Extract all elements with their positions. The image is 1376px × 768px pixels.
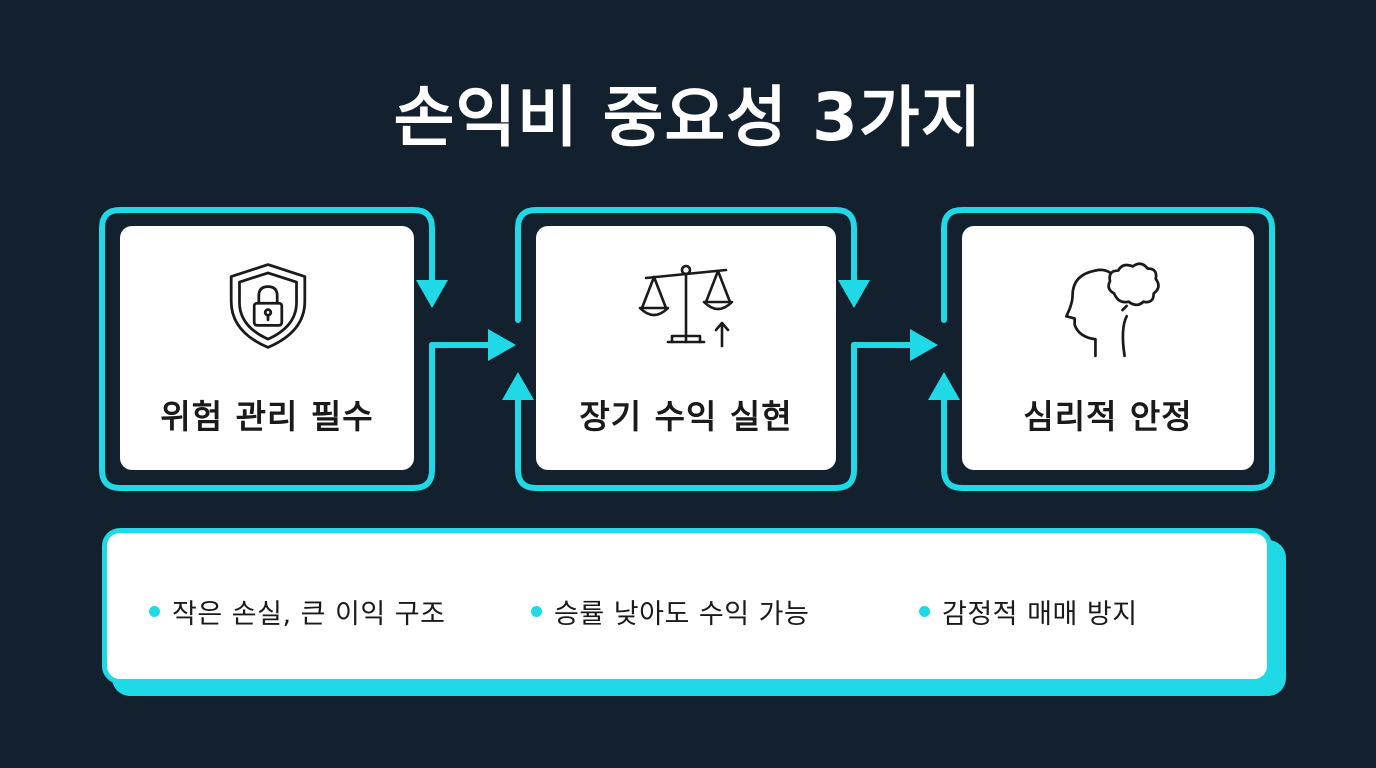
shield-lock-icon <box>229 263 307 349</box>
arrow-down-2 <box>838 280 870 308</box>
bullet-text: 승률 낮아도 수익 가능 <box>554 598 810 630</box>
card-label-profit: 장기 수익 실현 <box>579 397 793 436</box>
arrow-right-2 <box>910 329 938 361</box>
frame-2-line-lower <box>515 342 857 491</box>
page-title: 손익비 중요성 3가지 <box>393 79 983 156</box>
bullet-dot <box>149 605 160 617</box>
bullet-dot <box>531 605 542 617</box>
card-risk-management: 위험 관리 필수 <box>120 226 414 470</box>
arrow-up-2 <box>502 372 534 400</box>
bullet-item-2: 승률 낮아도 수익 가능 <box>531 533 809 689</box>
frame-3-line <box>941 207 1275 491</box>
bullet-dot <box>919 605 930 617</box>
frame-1-line <box>99 207 435 491</box>
bullet-text: 작은 손실, 큰 이익 구조 <box>172 598 446 630</box>
card-psychological-stability: 심리적 안정 <box>962 226 1254 470</box>
card-label-stability: 심리적 안정 <box>1023 397 1193 436</box>
card-label-risk: 위험 관리 필수 <box>160 397 374 436</box>
bullet-text: 감정적 매매 방지 <box>942 598 1138 630</box>
arrow-right-1 <box>488 329 516 361</box>
bullet-item-3: 감정적 매매 방지 <box>919 533 1138 689</box>
summary-box: 작은 손실, 큰 이익 구조 승률 낮아도 수익 가능 감정적 매매 방지 <box>102 528 1272 684</box>
card-long-term-profit: 장기 수익 실현 <box>536 226 836 470</box>
arrow-up-3 <box>928 372 960 400</box>
bullet-item-1: 작은 손실, 큰 이익 구조 <box>149 533 445 689</box>
head-brain-icon <box>1064 262 1160 358</box>
balance-scale-icon <box>638 264 734 348</box>
arrow-down-1 <box>416 280 448 308</box>
frame-2-line <box>515 207 857 323</box>
